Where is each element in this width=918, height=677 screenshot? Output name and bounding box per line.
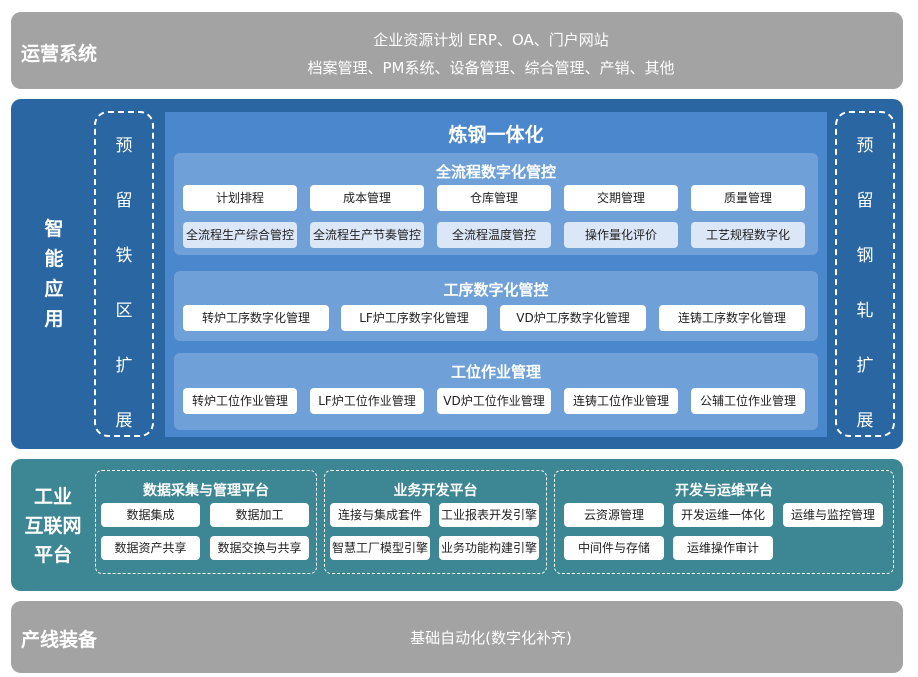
process-control-title: 全流程数字化管控 (435, 163, 556, 181)
auxiliary-station-button[interactable]: 公辅工位作业管理 (691, 388, 805, 414)
report-engine-button[interactable]: 工业报表开发引擎 (439, 503, 539, 527)
title-line: 智 (44, 218, 64, 240)
converter-station-button[interactable]: 转炉工位作业管理 (183, 388, 297, 414)
basic-automation-text: 基础自动化(数字化补齐) (410, 629, 572, 647)
title-line: 互联网 (24, 515, 82, 537)
plan-scheduling-button[interactable]: 计划排程 (183, 185, 297, 211)
reserve-iron-char: 铁 (115, 246, 133, 266)
lf-furnace-procedure-button[interactable]: LF炉工序数字化管理 (341, 305, 487, 331)
reserve-iron-char: 留 (115, 191, 133, 211)
reserve-iron-char: 展 (115, 411, 133, 431)
business-platform-title: 业务开发平台 (393, 483, 478, 499)
station-management-panel: 工位作业管理 转炉工位作业管理 LF炉工位作业管理 VD炉工位作业管理 连铸工位… (174, 353, 818, 430)
smart-application-band: 智能应用 预留铁区扩展 预留钢轧扩展 炼钢一体化 全流程数字化管控 计划排程 成… (11, 99, 903, 449)
production-equipment-title: 产线装备 (21, 629, 98, 651)
production-equipment-band: 产线装备 基础自动化(数字化补齐) (11, 601, 903, 673)
reserve-rolling-char: 钢 (856, 246, 874, 266)
reserve-iron-zone: 预留铁区扩展 (94, 111, 154, 437)
vd-furnace-station-button[interactable]: VD炉工位作业管理 (437, 388, 551, 414)
factory-model-engine-button[interactable]: 智慧工厂模型引擎 (330, 536, 430, 560)
business-platform-group: 业务开发平台 连接与集成套件 工业报表开发引擎 智慧工厂模型引擎 业务功能构建引… (324, 470, 547, 574)
procedure-control-panel: 工序数字化管控 转炉工序数字化管理 LF炉工序数字化管理 VD炉工序数字化管理 … (174, 271, 818, 341)
data-asset-sharing-button[interactable]: 数据资产共享 (101, 536, 200, 560)
title-line: 平台 (33, 544, 72, 566)
production-rhythm-control-button[interactable]: 全流程生产节奏管控 (310, 222, 424, 248)
reserve-rolling-char: 轧 (856, 301, 874, 321)
title-line: 应 (44, 278, 64, 300)
data-platform-title: 数据采集与管理平台 (143, 483, 269, 499)
industrial-internet-band: 工业互联网平台 数据采集与管理平台 数据集成 数据加工 数据资产共享 数据交换与… (11, 459, 903, 591)
title-line: 能 (44, 248, 64, 270)
data-integration-button[interactable]: 数据集成 (101, 503, 200, 527)
operation-evaluation-button[interactable]: 操作量化评价 (564, 222, 678, 248)
steelmaking-integration-panel: 炼钢一体化 全流程数字化管控 计划排程 成本管理 仓库管理 交期管理 质量管理 … (165, 112, 827, 437)
reserve-rolling-char: 预 (856, 136, 874, 156)
operations-system-band: 运营系统 企业资源计划 ERP、OA、门户网站 档案管理、PM系统、设备管理、综… (11, 12, 903, 89)
reserve-rolling-char: 展 (856, 411, 874, 431)
reserve-iron-char: 扩 (115, 356, 133, 376)
devops-integration-button[interactable]: 开发运维一体化 (673, 503, 773, 527)
process-digitization-button[interactable]: 工艺规程数字化 (691, 222, 805, 248)
reserve-iron-char: 区 (115, 301, 133, 321)
data-platform-group: 数据采集与管理平台 数据集成 数据加工 数据资产共享 数据交换与共享 (95, 470, 317, 574)
vd-furnace-procedure-button[interactable]: VD炉工序数字化管理 (500, 305, 646, 331)
middleware-storage-button[interactable]: 中间件与存储 (564, 536, 664, 560)
title-line: 工业 (33, 486, 72, 508)
cloud-resource-button[interactable]: 云资源管理 (564, 503, 664, 527)
reserve-rolling-char: 留 (856, 191, 874, 211)
devops-platform-title: 开发与运维平台 (675, 483, 773, 499)
delivery-management-button[interactable]: 交期管理 (564, 185, 678, 211)
business-function-engine-button[interactable]: 业务功能构建引擎 (439, 536, 539, 560)
casting-procedure-button[interactable]: 连铸工序数字化管理 (659, 305, 805, 331)
devops-platform-group: 开发与运维平台 云资源管理 开发运维一体化 运维与监控管理 中间件与存储 运维操… (554, 470, 894, 574)
converter-procedure-button[interactable]: 转炉工序数字化管理 (183, 305, 329, 331)
ops-monitoring-button[interactable]: 运维与监控管理 (783, 503, 883, 527)
industrial-internet-title: 工业互联网平台 (15, 483, 91, 570)
data-exchange-button[interactable]: 数据交换与共享 (210, 536, 309, 560)
title-line: 用 (44, 308, 64, 330)
reserve-rolling-zone: 预留钢轧扩展 (835, 111, 895, 437)
station-management-title: 工位作业管理 (450, 363, 541, 381)
operations-line-1: 企业资源计划 ERP、OA、门户网站 (373, 31, 609, 49)
production-integrated-control-button[interactable]: 全流程生产综合管控 (183, 222, 297, 248)
temperature-control-button[interactable]: 全流程温度管控 (437, 222, 551, 248)
procedure-control-title: 工序数字化管控 (443, 281, 549, 299)
operations-title: 运营系统 (21, 43, 98, 65)
reserve-iron-char: 预 (115, 136, 133, 156)
ops-audit-button[interactable]: 运维操作审计 (673, 536, 773, 560)
operations-line-2: 档案管理、PM系统、设备管理、综合管理、产销、其他 (307, 59, 675, 77)
casting-station-button[interactable]: 连铸工位作业管理 (564, 388, 678, 414)
reserve-rolling-char: 扩 (856, 356, 874, 376)
warehouse-management-button[interactable]: 仓库管理 (437, 185, 551, 211)
connection-suite-button[interactable]: 连接与集成套件 (330, 503, 430, 527)
quality-management-button[interactable]: 质量管理 (691, 185, 805, 211)
process-control-panel: 全流程数字化管控 计划排程 成本管理 仓库管理 交期管理 质量管理 全流程生产综… (174, 153, 818, 255)
operations-content: 企业资源计划 ERP、OA、门户网站 档案管理、PM系统、设备管理、综合管理、产… (261, 26, 721, 82)
cost-management-button[interactable]: 成本管理 (310, 185, 424, 211)
lf-furnace-station-button[interactable]: LF炉工位作业管理 (310, 388, 424, 414)
steelmaking-title: 炼钢一体化 (448, 124, 544, 146)
data-processing-button[interactable]: 数据加工 (210, 503, 309, 527)
smart-application-title: 智能应用 (39, 214, 69, 334)
